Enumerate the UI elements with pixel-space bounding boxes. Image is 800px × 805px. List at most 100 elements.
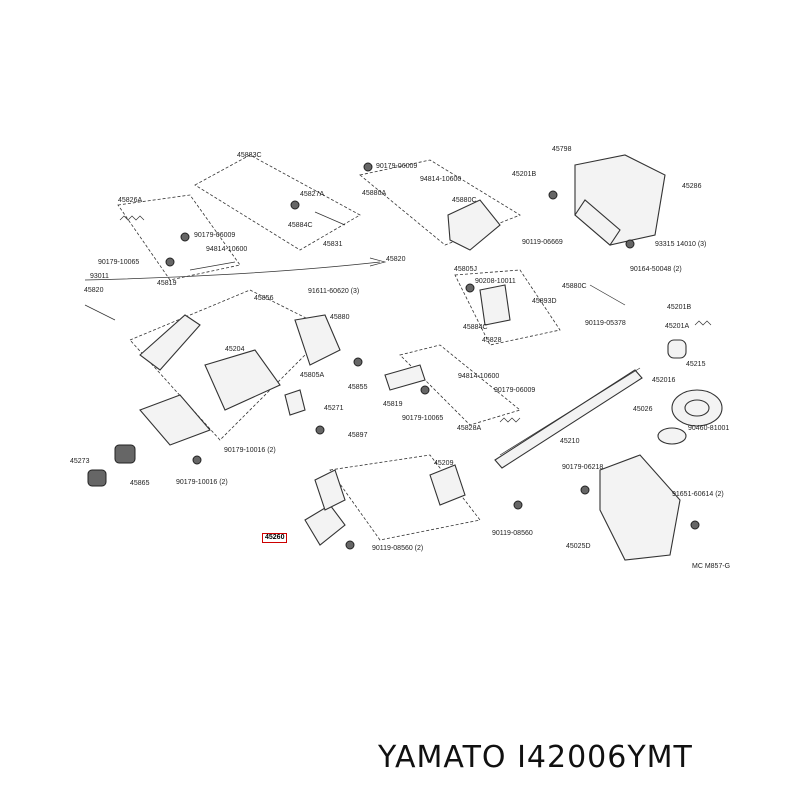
universal-joint-lower bbox=[304, 504, 346, 546]
part-label-45026[interactable]: 45026 bbox=[633, 406, 653, 413]
part-label-45828[interactable]: 45828 bbox=[482, 337, 502, 344]
bracket-plate bbox=[479, 284, 511, 326]
part-label-45820[interactable]: 45820 bbox=[386, 256, 406, 263]
part-label-90179-10016-2-[interactable]: 90179-10016 (2) bbox=[224, 447, 276, 454]
part-label-90164-50048-2-[interactable]: 90164-50048 (2) bbox=[630, 266, 682, 273]
upper-bracket bbox=[294, 314, 341, 366]
cable-rod bbox=[84, 261, 381, 281]
part-label-45884c[interactable]: 45884C bbox=[463, 324, 488, 331]
column-lower-bracket bbox=[139, 394, 211, 446]
part-label-45805j[interactable]: 45805J bbox=[454, 266, 477, 273]
part-label-90208-10011[interactable]: 90208-10011 bbox=[475, 278, 516, 285]
part-label-45880a[interactable]: 45880A bbox=[362, 190, 387, 197]
part-label-90179-06218[interactable]: 90179-06218 bbox=[562, 464, 604, 471]
part-label-45201a[interactable]: 45201A bbox=[665, 323, 690, 330]
nut-8 bbox=[580, 485, 590, 495]
tilt-lever bbox=[284, 389, 306, 416]
part-label-45880c[interactable]: 45880C bbox=[452, 197, 477, 204]
lever-arm bbox=[189, 261, 236, 271]
part-label-93011[interactable]: 93011 bbox=[90, 273, 109, 280]
part-label-45201b[interactable]: 45201B bbox=[512, 171, 537, 178]
part-label-45820[interactable]: 45820 bbox=[84, 287, 104, 294]
part-label-45286[interactable]: 45286 bbox=[682, 183, 702, 190]
part-label-90460-81001[interactable]: 90460-81001 bbox=[688, 425, 730, 432]
nut-7 bbox=[192, 455, 202, 465]
joint-yoke bbox=[314, 469, 346, 511]
part-label-94814-10600[interactable]: 94814-10600 bbox=[206, 246, 248, 253]
nut-5 bbox=[548, 190, 558, 200]
part-label-45831[interactable]: 45831 bbox=[323, 241, 343, 248]
group-outline-column bbox=[129, 289, 331, 441]
part-label-45819[interactable]: 45819 bbox=[383, 401, 403, 408]
bolt-90164 bbox=[589, 284, 626, 306]
part-label-45826a[interactable]: 45826A bbox=[118, 197, 143, 204]
part-label-94814-10600[interactable]: 94814-10600 bbox=[420, 176, 462, 183]
part-label-45210[interactable]: 45210 bbox=[560, 438, 580, 445]
nut-9 bbox=[690, 520, 700, 530]
part-label-90179-06009[interactable]: 90179-06009 bbox=[494, 387, 536, 394]
nut-1 bbox=[363, 162, 373, 172]
part-label-45271[interactable]: 45271 bbox=[324, 405, 344, 412]
part-label-45215[interactable]: 45215 bbox=[686, 361, 706, 368]
lock-housing bbox=[447, 199, 501, 251]
part-label-91611-60620-3-[interactable]: 91611-60620 (3) bbox=[308, 288, 360, 295]
shaft-spline bbox=[499, 367, 641, 456]
bearing bbox=[667, 339, 687, 359]
part-label-45880c[interactable]: 45880C bbox=[562, 283, 587, 290]
group-outline-lower-link bbox=[399, 344, 521, 426]
group-outline-joint bbox=[329, 454, 481, 541]
part-label-45880[interactable]: 45880 bbox=[330, 314, 350, 321]
part-label-91651-60614-2-[interactable]: 91651-60614 (2) bbox=[672, 491, 724, 498]
part-label-90119-08560[interactable]: 90119-08560 bbox=[492, 530, 533, 537]
part-label-90179-10065[interactable]: 90179-10065 bbox=[98, 259, 140, 266]
hole-cover-plate bbox=[599, 454, 681, 561]
part-label-94814-10600[interactable]: 94814-10600 bbox=[458, 373, 500, 380]
diagram-code: MC M857-G bbox=[692, 563, 731, 570]
part-label-90179-10065[interactable]: 90179-10065 bbox=[402, 415, 444, 422]
spring-upper-left bbox=[119, 215, 145, 221]
part-label-45827a[interactable]: 45827A bbox=[300, 191, 325, 198]
part-label-45865[interactable]: 45865 bbox=[130, 480, 150, 487]
bushing-left bbox=[114, 444, 136, 464]
brand-part-number: YAMATO I42006YMT bbox=[378, 740, 693, 775]
spring-right bbox=[694, 320, 712, 326]
nut-3 bbox=[165, 257, 175, 267]
part-label-452016[interactable]: 452016 bbox=[652, 377, 676, 384]
steering-column-body bbox=[139, 314, 201, 371]
part-label-45201b[interactable]: 45201B bbox=[667, 304, 692, 311]
part-label-90119-06669[interactable]: 90119-06669 bbox=[522, 239, 563, 246]
part-label-90179-10016-2-[interactable]: 90179-10016 (2) bbox=[176, 479, 228, 486]
part-label-45025d[interactable]: 45025D bbox=[566, 543, 591, 550]
group-outline-bracket bbox=[454, 269, 561, 346]
part-label-90179-06009[interactable]: 90179-06009 bbox=[194, 232, 236, 239]
part-label-45883c[interactable]: 45883C bbox=[237, 152, 262, 159]
part-label-45204[interactable]: 45204 bbox=[225, 346, 245, 353]
column-cover-lower bbox=[574, 199, 621, 246]
column-bracket bbox=[204, 349, 281, 411]
part-label-45819[interactable]: 45819 bbox=[157, 280, 177, 287]
group-outline-center bbox=[359, 159, 521, 246]
part-label-45897[interactable]: 45897 bbox=[348, 432, 368, 439]
part-label-45209[interactable]: 45209 bbox=[434, 460, 454, 467]
highlighted-part-number[interactable]: 45260 bbox=[262, 533, 288, 543]
part-label-45855[interactable]: 45855 bbox=[348, 384, 368, 391]
nut-11 bbox=[345, 540, 355, 550]
cable-arrow bbox=[369, 257, 387, 267]
nut-13 bbox=[290, 200, 300, 210]
link-plate bbox=[384, 364, 426, 391]
part-label-93315-14010-3-[interactable]: 93315 14010 (3) bbox=[655, 241, 707, 248]
part-label-45856[interactable]: 45856 bbox=[254, 295, 274, 302]
nut-6 bbox=[420, 385, 430, 395]
universal-joint-upper bbox=[429, 464, 466, 506]
part-label-45828a[interactable]: 45828A bbox=[457, 425, 482, 432]
part-label-45273[interactable]: 45273 bbox=[70, 458, 90, 465]
part-label-90119-05378[interactable]: 90119-05378 bbox=[585, 320, 626, 327]
part-label-90119-08560-2-[interactable]: 90119-08560 (2) bbox=[372, 545, 424, 552]
part-label-45893d[interactable]: 45893D bbox=[532, 298, 557, 305]
part-label-90179-06009[interactable]: 90179-06009 bbox=[376, 163, 418, 170]
dust-boot-inner bbox=[684, 399, 710, 417]
part-label-45805a[interactable]: 45805A bbox=[300, 372, 325, 379]
part-label-45884c[interactable]: 45884C bbox=[288, 222, 313, 229]
part-label-45798[interactable]: 45798 bbox=[552, 146, 572, 153]
